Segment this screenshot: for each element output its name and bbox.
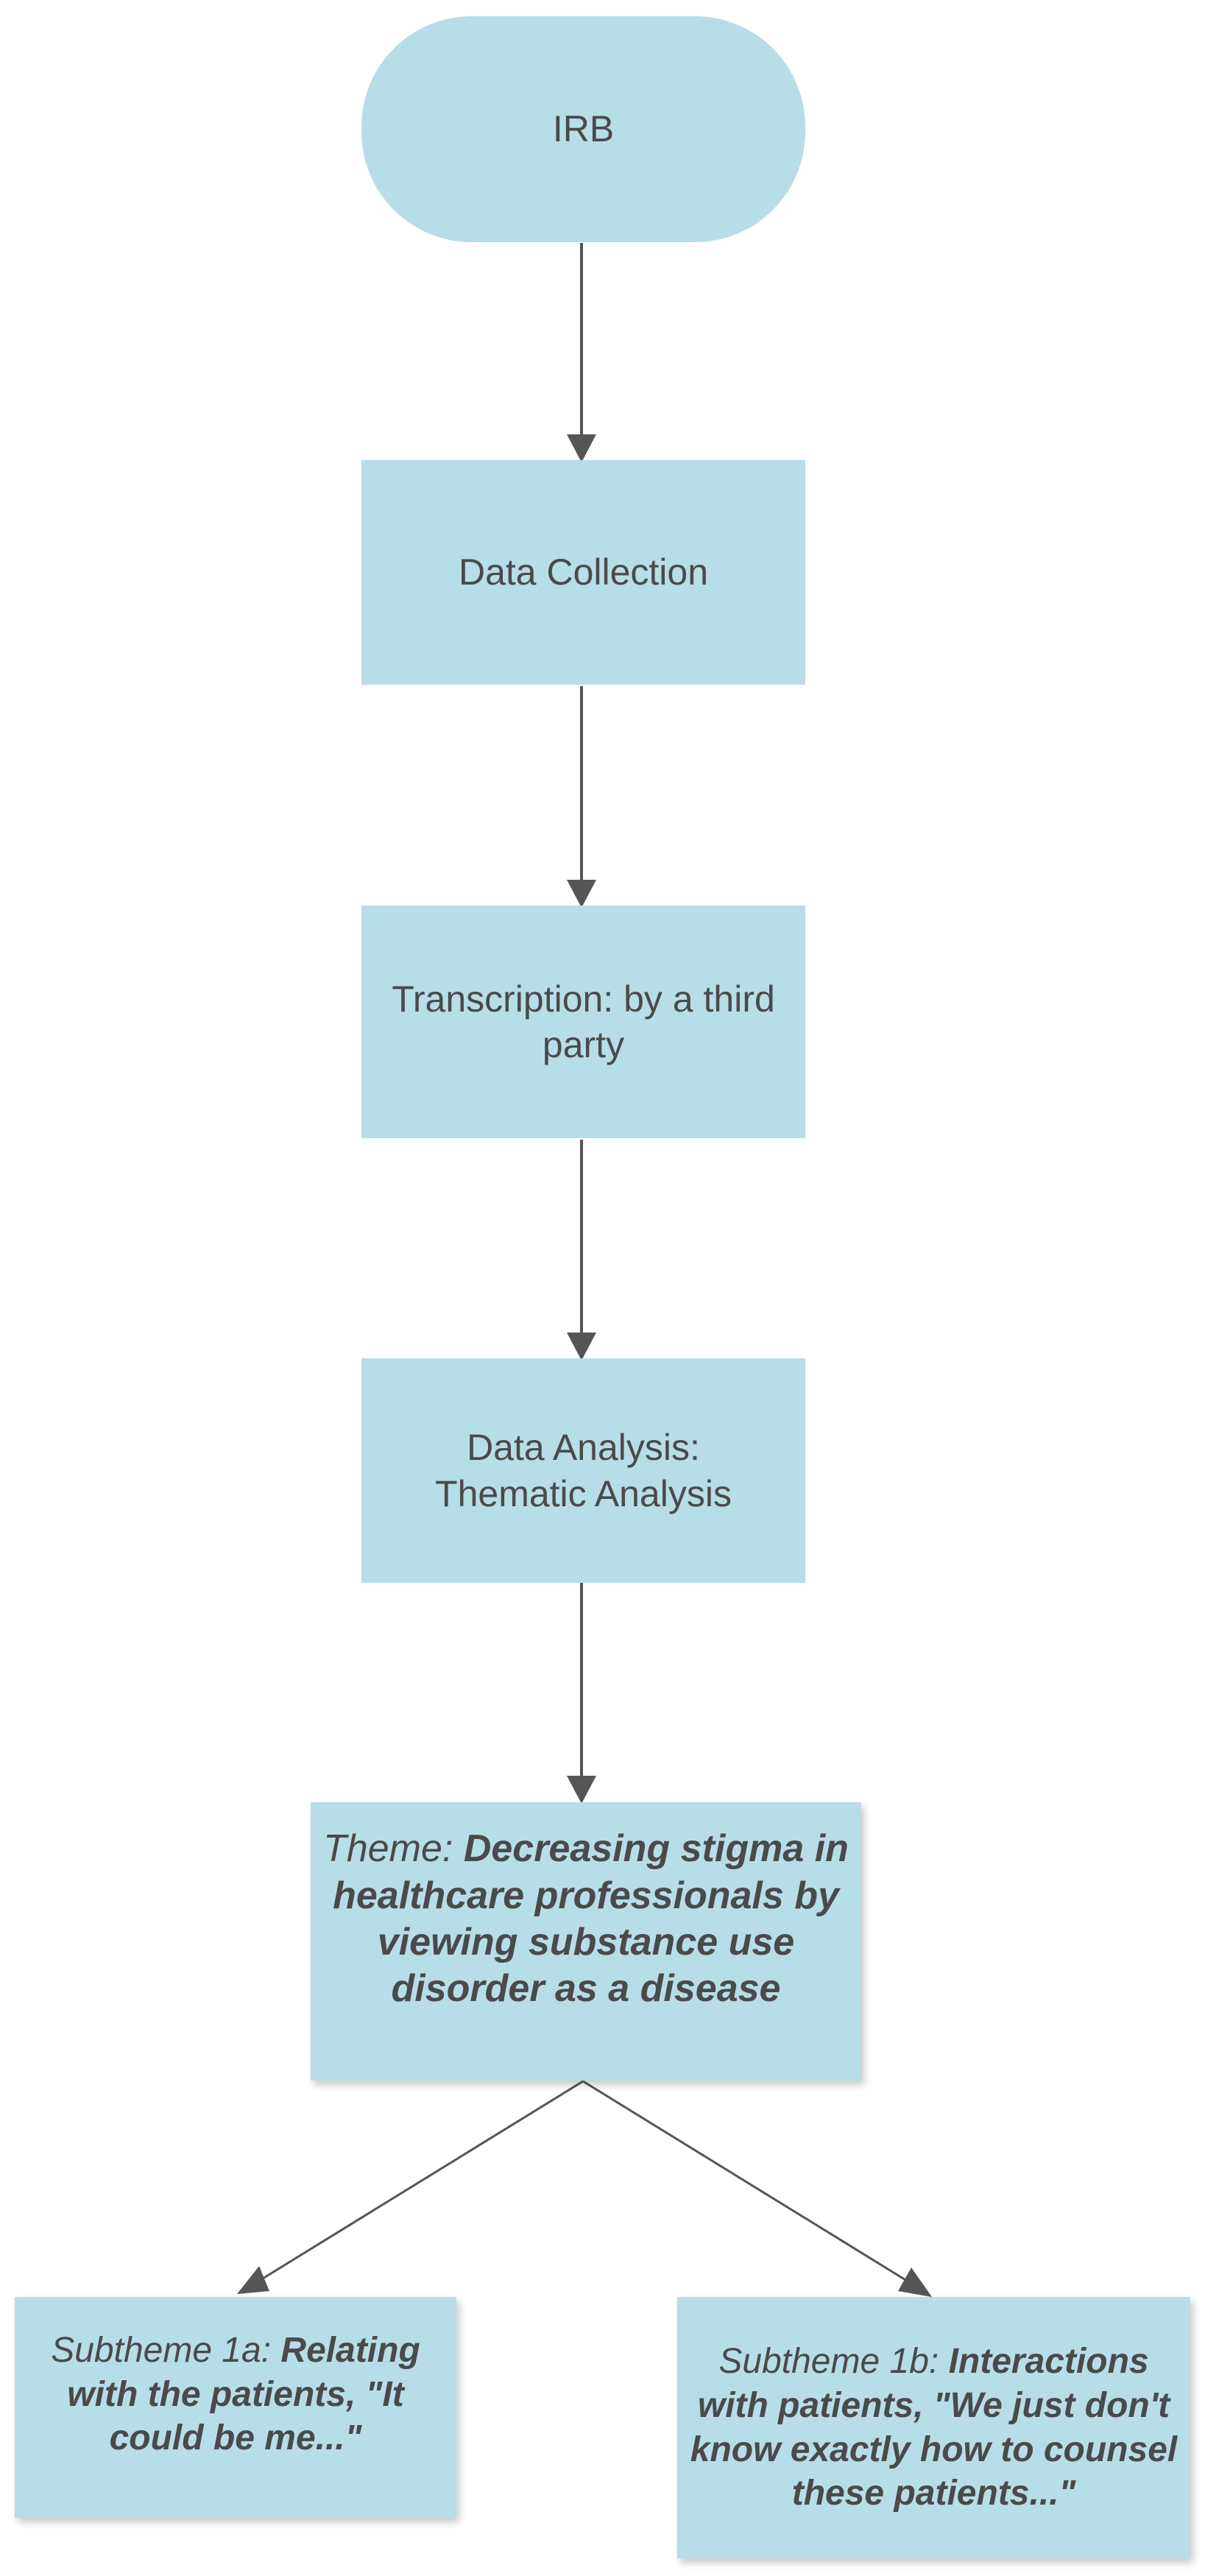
arrowhead-icon [567, 434, 596, 462]
arrowhead-icon [567, 1776, 596, 1804]
subtheme-1a-prefix: Subtheme 1a: [51, 2331, 272, 2371]
arrowhead-icon [898, 2268, 932, 2297]
data-analysis-node: Data Analysis: Thematic Analysis [361, 1358, 805, 1583]
theme-text: Theme: Decreasing stigma in healthcare p… [321, 1826, 851, 2013]
theme-prefix: Theme: [323, 1827, 453, 1871]
transcription-label: Transcription: by a third party [392, 978, 775, 1066]
subtheme-1a-description: Relating with the patients, "It could be… [67, 2331, 420, 2458]
connector-theme-to-subtheme-1b [582, 2080, 908, 2282]
subtheme-1a-node: Subtheme 1a: Relating with the patients,… [15, 2297, 456, 2518]
subtheme-1b-node: Subtheme 1b: Interactions with patients,… [677, 2297, 1190, 2558]
subtheme-1a-text: Subtheme 1a: Relating with the patients,… [37, 2329, 434, 2460]
data-collection-label: Data Collection [458, 551, 709, 593]
arrowhead-icon [567, 880, 596, 908]
transcription-node: Transcription: by a third party [361, 906, 805, 1138]
subtheme-1b-description: Interactions with patients, "We just don… [690, 2342, 1178, 2513]
irb-node: IRB [361, 16, 805, 242]
theme-description: Decreasing stigma in healthcare professi… [333, 1827, 849, 2011]
arrowhead-icon [237, 2266, 269, 2294]
data-analysis-label: Data Analysis: Thematic Analysis [435, 1427, 732, 1514]
subtheme-1b-prefix: Subtheme 1b: [718, 2342, 939, 2382]
irb-label: IRB [552, 108, 615, 150]
arrowhead-icon [567, 1333, 596, 1361]
subtheme-1b-text: Subtheme 1b: Interactions with patients,… [685, 2340, 1183, 2515]
data-collection-node: Data Collection [361, 460, 805, 685]
connector-theme-to-subtheme-1a [258, 2080, 584, 2282]
theme-node: Theme: Decreasing stigma in healthcare p… [311, 1802, 861, 2081]
